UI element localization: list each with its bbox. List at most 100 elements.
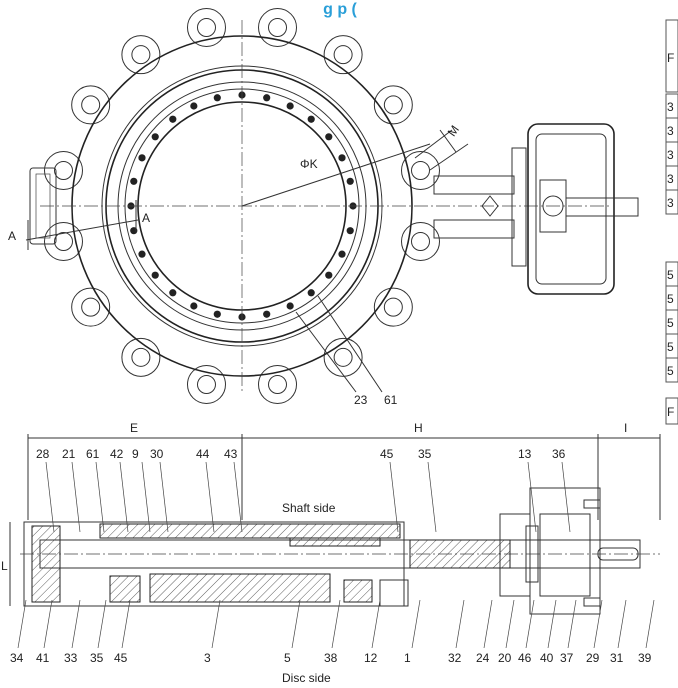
callout-leader [71, 599, 81, 649]
body-envelope [23, 521, 405, 607]
callout-label: 3 [204, 651, 211, 665]
retainer-screw [138, 250, 146, 258]
callout-leader [17, 599, 27, 649]
retainer-screw [138, 154, 146, 162]
callout-leader [233, 461, 243, 533]
label-m: M [445, 123, 462, 139]
retainer-screw [190, 102, 198, 110]
callout-leader [505, 599, 515, 649]
bolt-hole [131, 347, 151, 367]
m-ext-line-2 [429, 143, 469, 171]
neck-lower [433, 219, 515, 239]
body-boss [379, 579, 409, 607]
callout-label: 37 [560, 651, 574, 665]
table-cell-char: 3 [667, 148, 674, 162]
bolt-hole [81, 297, 101, 317]
callout-leader [121, 599, 131, 649]
lug-boss [186, 7, 226, 47]
callout-label: 41 [36, 651, 50, 665]
lug-boss [323, 35, 363, 75]
lug-boss [258, 365, 298, 405]
callout-leader [547, 599, 557, 649]
mount-plate [511, 147, 527, 267]
dim-e: E [130, 421, 138, 435]
lug-boss [373, 287, 413, 327]
retainer-screw [307, 115, 315, 123]
callout-label: 43 [224, 447, 238, 461]
bolt-hole [268, 375, 288, 395]
lug-boss [186, 365, 226, 405]
callout-leader [211, 599, 221, 649]
seat-left-section [109, 575, 141, 603]
lug-boss [258, 7, 298, 47]
callout-label: 61 [86, 447, 100, 461]
label-a-right: A [142, 211, 150, 225]
table-cell-char: 3 [667, 172, 674, 186]
lug-boss [71, 85, 111, 125]
callout-label: 33 [64, 651, 78, 665]
retainer-screw [169, 115, 177, 123]
bolt-hole [383, 297, 403, 317]
callout-leader [593, 599, 603, 649]
key [597, 547, 639, 561]
callout-leader [95, 461, 105, 533]
callout-label: 35 [418, 447, 432, 461]
callout-label: 21 [62, 447, 76, 461]
neck-section [409, 539, 511, 569]
retainer-screws [127, 91, 357, 321]
dim-i: I [624, 421, 627, 435]
leader-61: 61 [384, 393, 398, 407]
retainer-screw [263, 94, 271, 102]
callout-leader [205, 461, 215, 533]
coupling-housing [539, 513, 591, 597]
callout-label: 24 [476, 651, 490, 665]
bolt-hole [333, 45, 353, 65]
retainer-screw [325, 133, 333, 141]
front-view: ΦK M A A [8, 7, 639, 405]
bearing-upper [289, 537, 381, 547]
callout-leader [43, 599, 53, 649]
callout-leader [291, 599, 301, 649]
table-cell [665, 189, 678, 215]
retainer-screw [263, 310, 271, 318]
callout-label: 34 [10, 651, 24, 665]
bolt-hole [411, 160, 431, 180]
retainer-screw [286, 302, 294, 310]
callout-leader [71, 461, 81, 533]
callout-label: 38 [324, 651, 338, 665]
bolt-top [583, 499, 601, 509]
body-top-section [99, 523, 401, 539]
callout-label: 5 [284, 651, 291, 665]
bolt-hole [196, 17, 216, 37]
callout-leader [561, 461, 571, 533]
retainer-screw [213, 310, 221, 318]
callout-leader [141, 461, 151, 533]
table-cell-char: 5 [667, 292, 674, 306]
disc-section [149, 573, 331, 603]
callout-label: 45 [380, 447, 394, 461]
callout-leader [411, 599, 421, 649]
table-cell-char: 3 [667, 124, 674, 138]
callout-leader [371, 599, 381, 649]
callout-label: 36 [552, 447, 566, 461]
bolt-bottom [583, 597, 601, 607]
lug-boss [401, 150, 441, 190]
retainer-screw [307, 289, 315, 297]
callout-label: 46 [518, 651, 532, 665]
table-footer-char: F [667, 405, 674, 419]
retainer-screw [130, 177, 138, 185]
table-cell-char: 5 [667, 268, 674, 282]
callout-label: 13 [518, 447, 532, 461]
callout-leader [331, 599, 341, 649]
bolt-hole [196, 375, 216, 395]
callout-leader [567, 599, 577, 649]
callout-label: 44 [196, 447, 210, 461]
callout-leader [617, 599, 627, 649]
callout-label: 31 [610, 651, 624, 665]
callout-label: 42 [110, 447, 124, 461]
